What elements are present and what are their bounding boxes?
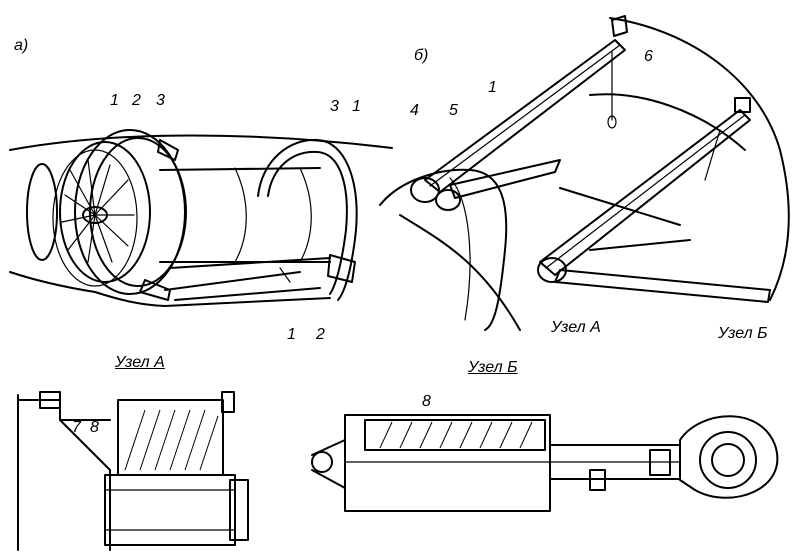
fan-blades xyxy=(61,159,135,263)
callout-a-top-2: 2 xyxy=(132,92,141,109)
callout-a-top-1: 1 xyxy=(110,92,119,109)
detail-b-title: Узел Б xyxy=(468,359,518,376)
panel-a-label: а) xyxy=(14,37,29,54)
callout-b-uzel-a: Узел А xyxy=(551,319,601,336)
callout-a-right-3: 3 xyxy=(330,98,339,115)
detail-a-drawing xyxy=(17,391,249,551)
callout-a-top-3: 3 xyxy=(156,92,165,109)
detail-a-title: Узел А xyxy=(115,354,165,371)
detail-b-label-8: 8 xyxy=(422,393,431,410)
panel-b-drawing xyxy=(379,15,790,331)
panel-b-label: б) xyxy=(414,47,429,64)
callout-a-bottom-1: 1 xyxy=(287,326,296,343)
callout-b-uzel-b: Узел Б xyxy=(718,325,768,342)
callout-b-1: 1 xyxy=(488,79,497,96)
detail-b-hatch xyxy=(379,421,533,449)
detail-b-drawing xyxy=(311,414,779,512)
callout-a-bottom-2: 2 xyxy=(316,326,325,343)
detail-a-label-7: 7 xyxy=(72,419,81,436)
detail-a-hatch xyxy=(124,409,219,471)
callout-b-6: 6 xyxy=(644,48,653,65)
callout-a-right-1: 1 xyxy=(352,98,361,115)
detail-a-label-8: 8 xyxy=(90,419,99,436)
callout-b-5: 5 xyxy=(449,102,458,119)
panel-a-drawing xyxy=(9,129,393,307)
callout-b-4: 4 xyxy=(410,102,419,119)
